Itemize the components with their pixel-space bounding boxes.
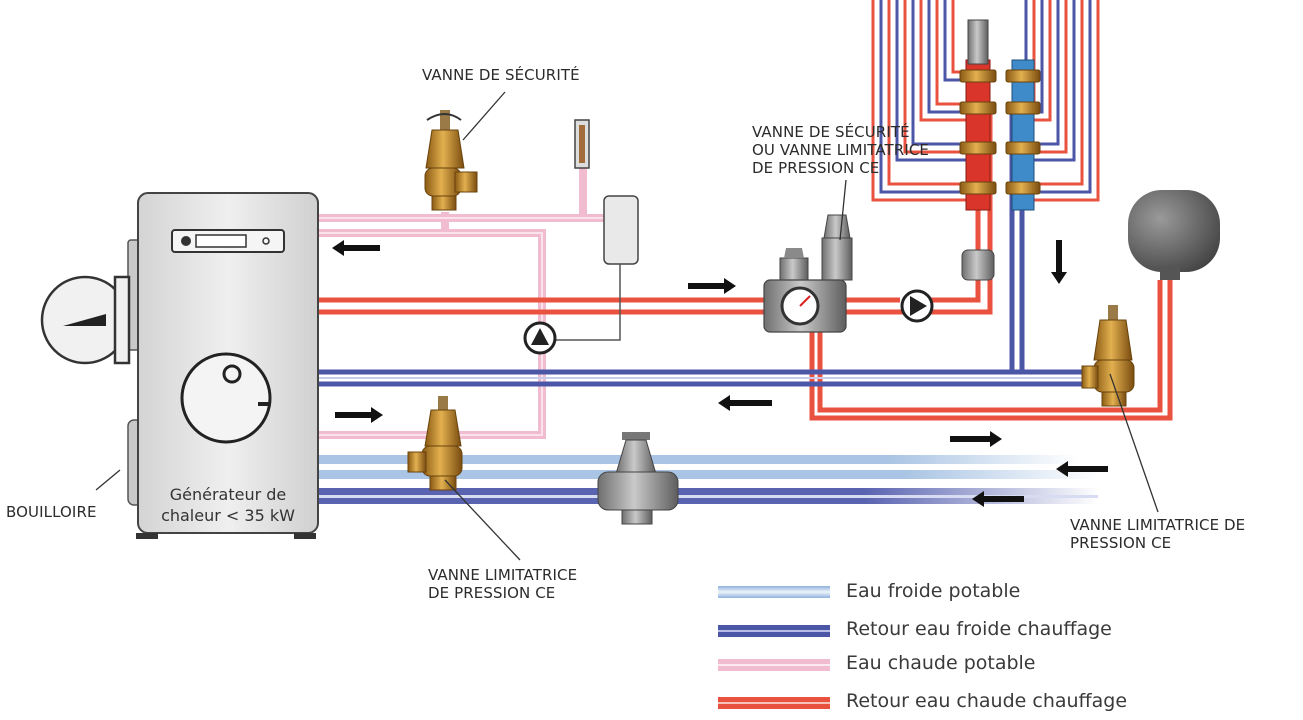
arrow-left-icon bbox=[332, 240, 380, 256]
legend-label-hot-potable: Eau chaude potable bbox=[846, 652, 1036, 674]
flow-arrows bbox=[332, 240, 1108, 507]
arrow-right-icon bbox=[688, 278, 736, 294]
thermometer-icon bbox=[574, 119, 590, 169]
cold-potable-pipe-b bbox=[318, 470, 1098, 479]
circulator-pump-right-icon bbox=[900, 289, 934, 323]
label-limiter-bottom: VANNE LIMITATRICE DE PRESSION CE bbox=[428, 566, 578, 602]
cold-potable-pipe-a bbox=[318, 455, 1078, 464]
pressure-limiter-right bbox=[1081, 305, 1135, 407]
arrow-right-icon bbox=[950, 431, 1002, 447]
label-safety-valve-or-limiter: VANNE DE SÉCURITÉ OU VANNE LIMITATRICE D… bbox=[752, 123, 930, 177]
manometer-icon bbox=[780, 286, 820, 326]
pressure-limiter-bottom bbox=[407, 396, 463, 491]
label-boiler: BOUILLOIRE bbox=[6, 503, 97, 521]
arrow-right-icon bbox=[335, 407, 383, 423]
burner-dial-icon bbox=[180, 352, 272, 444]
legend-label-cold-return: Retour eau froide chauffage bbox=[846, 618, 1112, 640]
blower-fan-icon bbox=[40, 275, 131, 365]
label-limiter-right: VANNE LIMITATRICE DE PRESSION CE bbox=[1070, 516, 1246, 552]
legend-label-hot-return: Retour eau chaude chauffage bbox=[846, 690, 1128, 712]
arrow-left-icon bbox=[972, 491, 1024, 507]
leader-lines bbox=[95, 91, 1159, 561]
manifold-pipe-bundle bbox=[871, 0, 1100, 202]
cold-return-pipes bbox=[318, 110, 1118, 387]
legend-swatch-cold-potable bbox=[718, 586, 830, 598]
label-generator: Générateur de chaleur < 35 kW bbox=[161, 485, 295, 525]
arrow-left-icon bbox=[718, 395, 772, 411]
arrow-down-icon bbox=[1051, 240, 1067, 284]
legend-swatches bbox=[718, 586, 830, 709]
pressure-reducer bbox=[597, 432, 679, 525]
safety-group bbox=[763, 214, 853, 333]
thermostat-control bbox=[555, 195, 639, 341]
label-safety-valve-top: VANNE DE SÉCURITÉ bbox=[422, 66, 580, 84]
arrow-left-icon bbox=[1056, 461, 1108, 477]
heat-generator bbox=[127, 192, 319, 539]
manifold-collectors bbox=[959, 19, 1041, 281]
legend-label-cold-potable: Eau froide potable bbox=[846, 580, 1021, 602]
circulator-pump-left-icon bbox=[523, 321, 557, 355]
safety-valve-top bbox=[424, 110, 478, 211]
expansion-vessel bbox=[1128, 190, 1220, 280]
